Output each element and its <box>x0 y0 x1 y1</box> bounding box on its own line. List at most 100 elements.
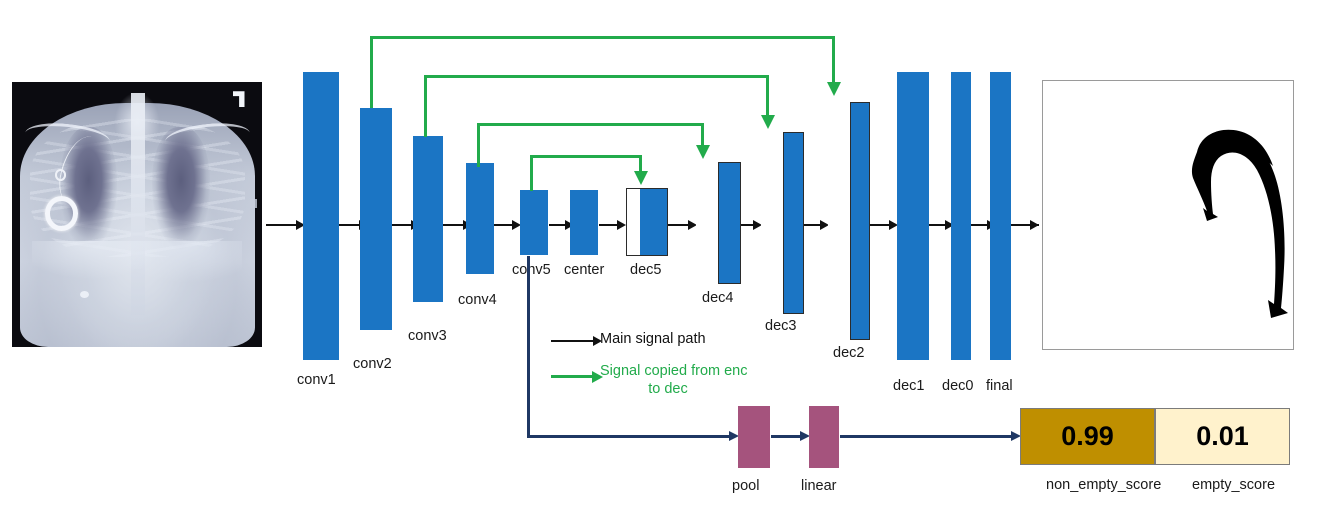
skip-conv3-arrowhead <box>695 145 710 159</box>
main-arrow-head <box>617 219 626 230</box>
skip-conv4-vertical-down <box>639 155 642 173</box>
main-arrow-line <box>869 224 891 226</box>
legend-skip-line <box>551 375 595 378</box>
xray-lung-right <box>152 127 210 255</box>
chest-xray-input <box>12 82 262 347</box>
decoder-label-dec2: dec2 <box>833 345 865 361</box>
xray-edge-tag <box>250 198 257 208</box>
main-arrow-head <box>565 219 574 230</box>
main-arrow-head <box>512 219 521 230</box>
legend-main-path-arrowhead <box>593 335 602 346</box>
main-arrow-head <box>753 219 762 230</box>
classifier-branch-vertical <box>527 256 530 438</box>
skip-conv1-horizontal <box>370 36 835 39</box>
legend-skip-label-line1: Signal copied from enc <box>600 363 748 379</box>
encoder-label-conv2: conv2 <box>353 356 392 372</box>
decoder-block-dec3 <box>761 132 804 314</box>
legend-main-path-label: Main signal path <box>600 331 706 347</box>
main-arrow-head <box>688 219 697 230</box>
segmentation-mask-shape <box>1191 129 1288 318</box>
main-arrow-line <box>549 224 567 226</box>
encoder-block-conv2 <box>360 108 392 330</box>
classifier-block-linear <box>809 406 839 468</box>
encoder-block-conv3 <box>413 136 443 302</box>
main-arrow-head <box>945 219 954 230</box>
xray-small-clip <box>54 169 66 182</box>
encoder-label-conv1: conv1 <box>297 372 336 388</box>
classifier-branch-horizontal <box>527 435 733 438</box>
main-arrow-line <box>599 224 619 226</box>
skip-conv2-vertical-down <box>766 75 769 117</box>
xray-diaphragm <box>32 241 242 294</box>
score-label-empty: empty_score <box>1192 477 1276 493</box>
decoder-block-dec2 <box>828 102 870 340</box>
main-arrow-line <box>733 224 755 226</box>
skip-conv2-arrowhead <box>760 115 775 129</box>
xray-lung-left <box>59 127 117 255</box>
main-arrow-line <box>929 224 947 226</box>
skip-conv4-horizontal <box>530 155 642 158</box>
xray-lower-clip <box>79 291 89 299</box>
decoder-block-dec1 <box>897 72 929 360</box>
encoder-block-conv5 <box>520 190 548 255</box>
decoder-label-dec1: dec1 <box>893 378 925 394</box>
skip-conv3-horizontal <box>477 123 704 126</box>
decoder-block-final <box>990 72 1011 360</box>
main-arrow-head <box>889 219 898 230</box>
main-arrow-line <box>339 224 361 226</box>
encoder-label-conv4: conv4 <box>458 292 497 308</box>
classifier-block-pool <box>738 406 770 468</box>
skip-conv3-vertical-down <box>701 123 704 147</box>
decoder-label-dec5: dec5 <box>630 262 662 278</box>
skip-conv2-horizontal <box>424 75 769 78</box>
classifier-label-pool: pool <box>732 478 760 494</box>
decoder-label-dec0: dec0 <box>942 378 974 394</box>
main-arrow-line <box>668 224 690 226</box>
encoder-block-conv4 <box>466 163 494 274</box>
classifier-pool-to-linear-line <box>771 435 803 438</box>
decoder-block-dec5 <box>626 188 668 256</box>
skip-conv3-vertical-up <box>477 123 480 167</box>
classifier-branch-arrowhead-pool <box>729 431 739 441</box>
score-box-non-empty: 0.99 <box>1020 408 1155 465</box>
decoder-block-dec4 <box>696 162 741 284</box>
encoder-label-conv3: conv3 <box>408 328 447 344</box>
xray-implanted-port <box>44 195 79 232</box>
classifier-linear-to-scores-line <box>840 435 1015 438</box>
decoder-label-dec3: dec3 <box>765 318 797 334</box>
legend-skip-label: Signal copied from enc to dec <box>600 362 748 398</box>
skip-conv4-vertical-up <box>530 155 533 191</box>
score-label-non-empty: non_empty_score <box>1046 477 1162 493</box>
legend-skip-label-line2: to dec <box>648 381 688 398</box>
legend-main-path-line <box>551 340 596 342</box>
main-arrow-head <box>296 219 305 230</box>
main-arrow-line <box>800 224 822 226</box>
bottleneck-block-center <box>570 190 598 255</box>
decoder-label-dec4: dec4 <box>702 290 734 306</box>
skip-conv1-arrowhead <box>826 82 841 96</box>
decoder-block-dec0 <box>951 72 971 360</box>
skip-conv2-vertical-up <box>424 75 427 137</box>
encoder-block-conv1 <box>303 72 339 360</box>
classifier-arrowhead-linear <box>800 431 810 441</box>
skip-conv4-arrowhead <box>633 171 648 185</box>
main-arrow-head <box>1030 219 1039 230</box>
main-arrow-line <box>1011 224 1039 226</box>
main-arrow-line <box>443 224 465 226</box>
bottleneck-label-center: center <box>564 262 605 278</box>
main-arrow-line <box>266 224 298 226</box>
skip-conv1-vertical-down <box>832 36 835 84</box>
main-arrow-line <box>971 224 989 226</box>
decoder-label-final: final <box>986 378 1013 394</box>
segmentation-mask-output <box>1042 80 1294 350</box>
legend-skip-arrowhead <box>592 370 603 383</box>
encoder-label-conv5: conv5 <box>512 262 551 278</box>
score-box-empty: 0.01 <box>1155 408 1290 465</box>
xray-side-marker-icon <box>232 91 245 108</box>
main-arrow-head <box>820 219 829 230</box>
main-arrow-line <box>391 224 413 226</box>
classifier-label-linear: linear <box>801 478 837 494</box>
skip-conv1-vertical-up <box>370 36 373 108</box>
classifier-arrowhead-scores <box>1011 431 1021 441</box>
